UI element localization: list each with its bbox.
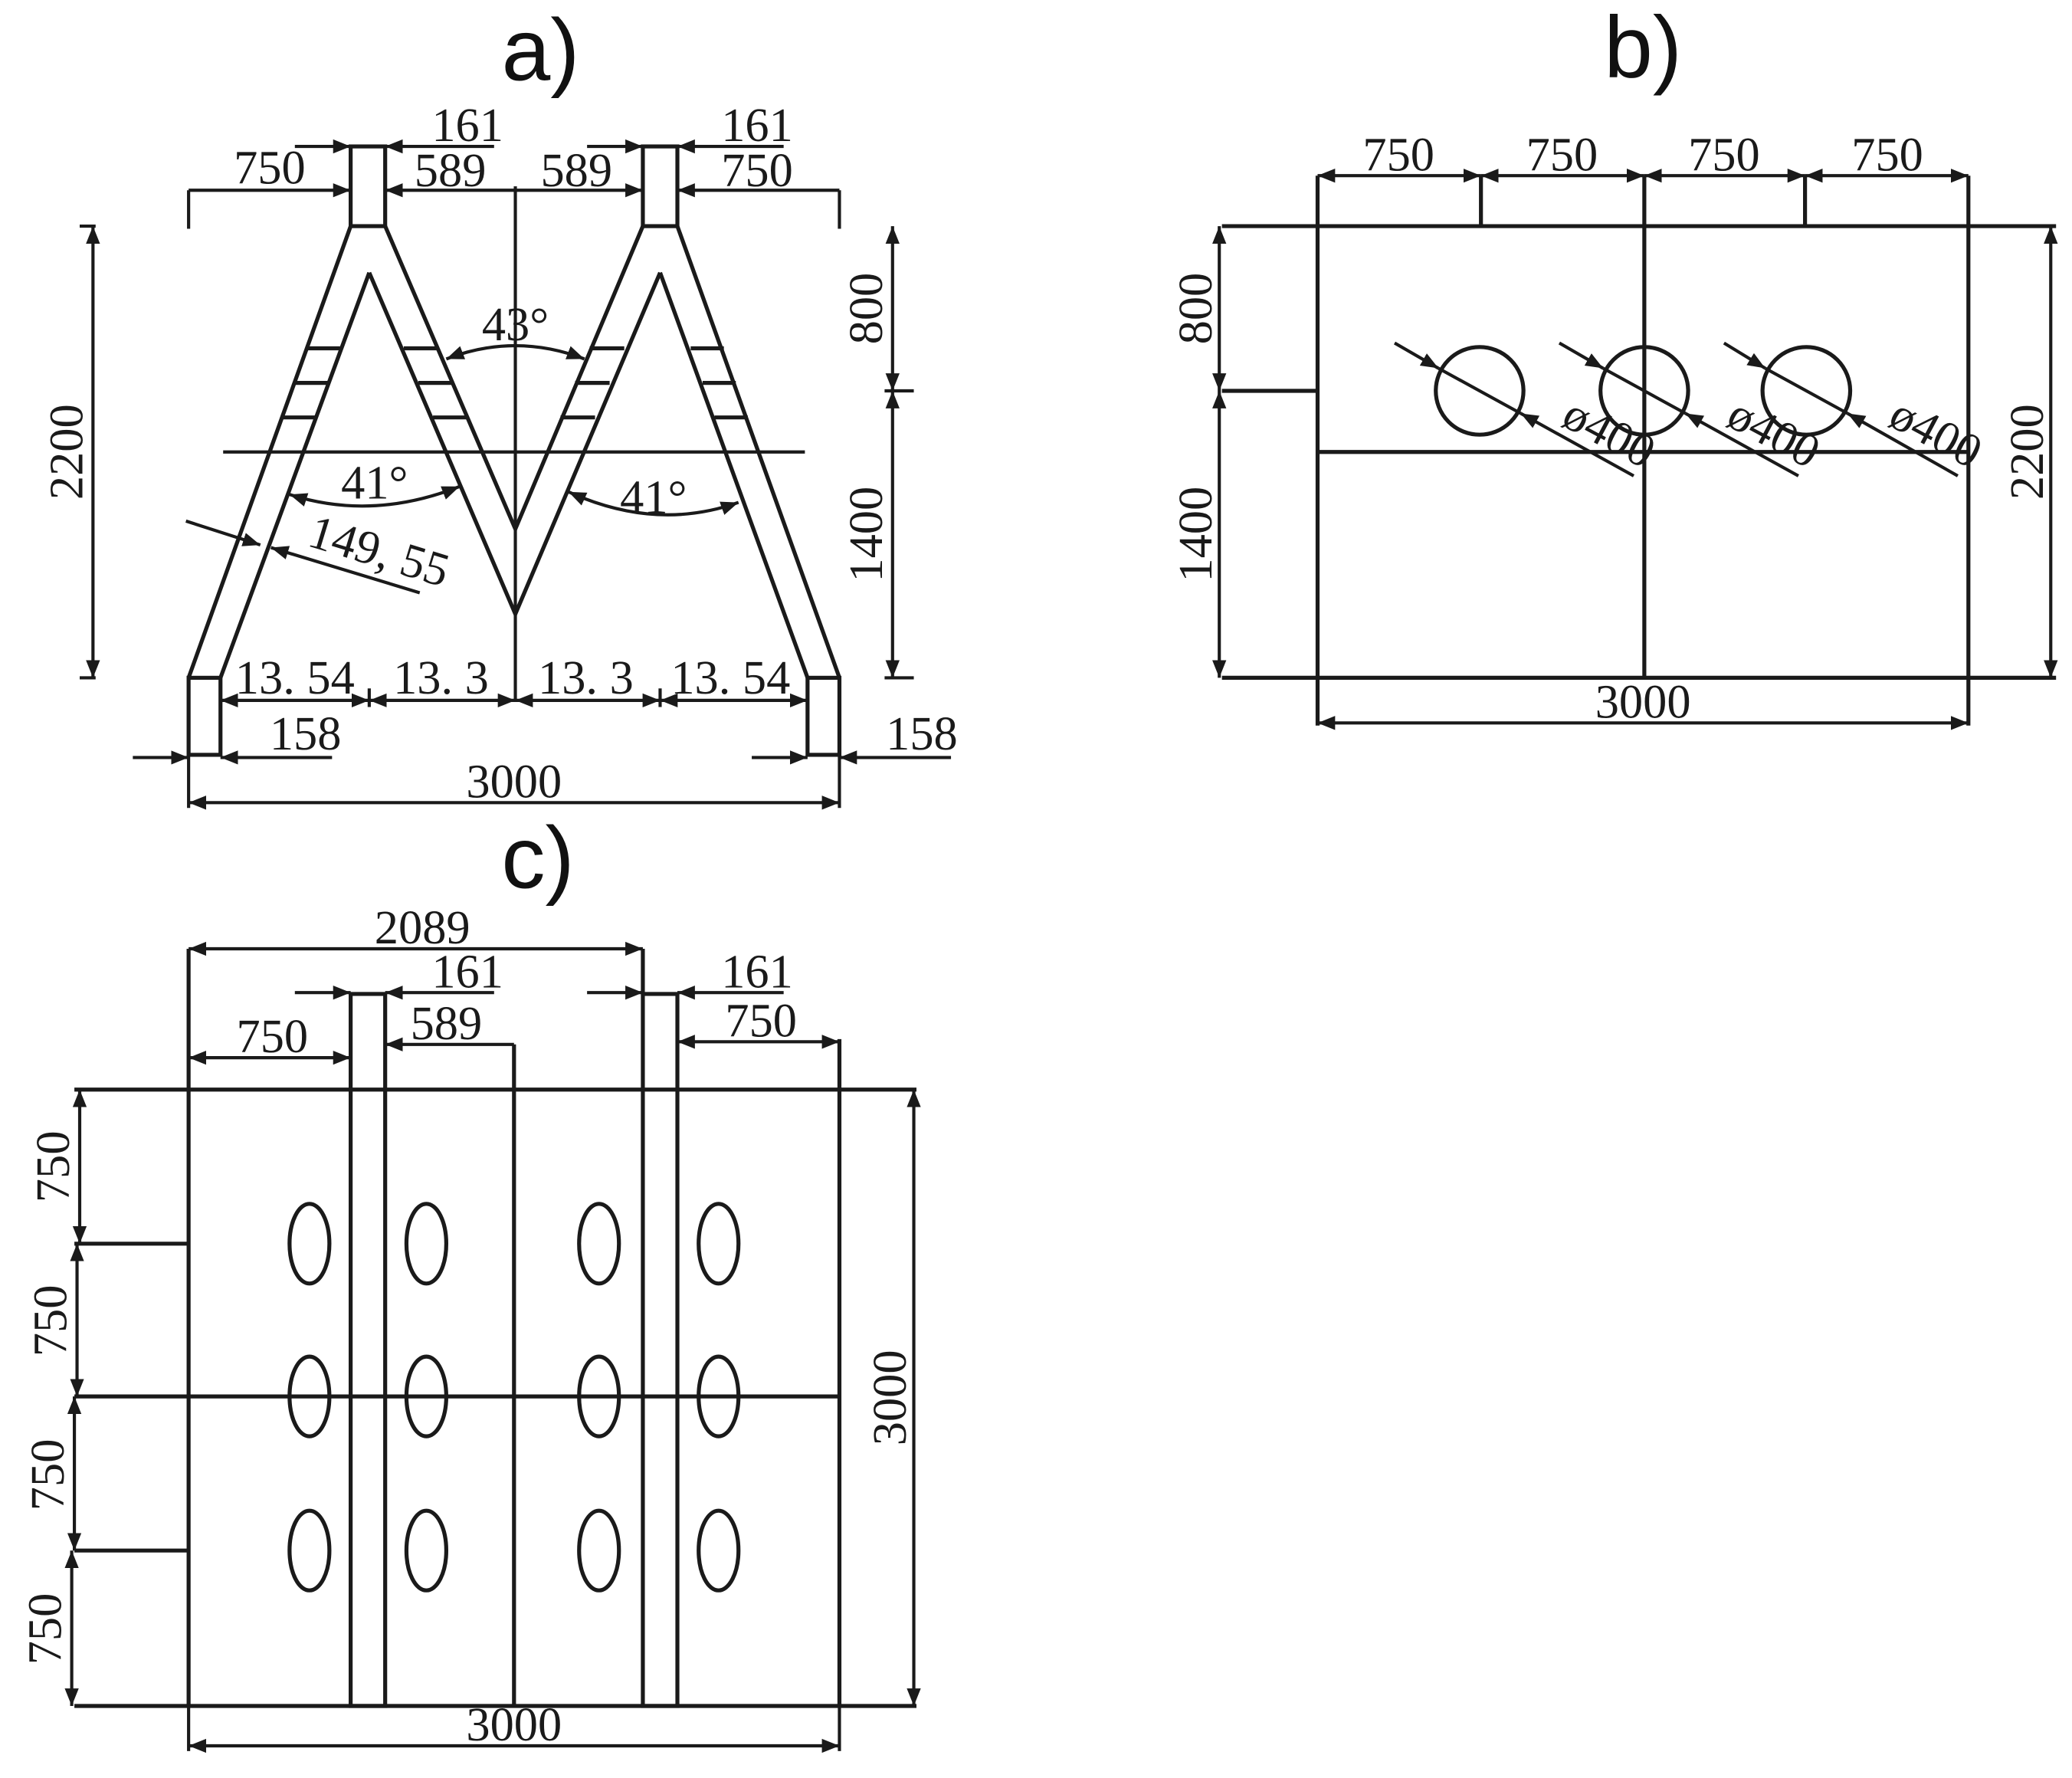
dim-label: 589 <box>411 997 483 1050</box>
panel-c-structure <box>74 949 916 1708</box>
panel-b: b) <box>1169 0 2058 730</box>
panel-b-dimension-lines <box>1212 169 2058 730</box>
hole-ellipse <box>404 1354 448 1438</box>
dim-label: 750 <box>725 994 797 1047</box>
panel-c-dimension-labels: 2089 161 161 750 589 750 750 750 750 750… <box>19 901 916 1751</box>
dim-label: 750 <box>1526 128 1598 181</box>
hole-circle <box>1598 345 1690 437</box>
dim-label: 13. 3 <box>393 651 489 704</box>
dim-label: 800 <box>1169 273 1222 345</box>
hole-ellipse <box>577 1202 621 1286</box>
hole-ellipse <box>287 1354 332 1438</box>
hole-ellipse <box>577 1354 621 1438</box>
dim-label: 158 <box>270 707 342 760</box>
hole-ellipse <box>404 1508 448 1593</box>
dim-label: 161 <box>431 945 503 998</box>
dim-label: 13. 54 <box>235 651 355 704</box>
panel-b-structure <box>1221 176 2057 726</box>
panel-a-title: a) <box>502 1 580 99</box>
dim-label: ø400 <box>1720 387 1829 479</box>
hole-ellipse <box>697 1354 741 1438</box>
dim-label: 161 <box>721 945 793 998</box>
dim-label: 750 <box>25 1285 77 1357</box>
dim-label: 1400 <box>840 487 893 582</box>
angle-label: 43° <box>482 298 549 351</box>
hole-circle <box>1434 345 1526 437</box>
hole-ellipse <box>287 1508 332 1593</box>
panel-a: a) <box>40 1 958 810</box>
dim-label: 158 <box>886 707 958 760</box>
hole-ellipse <box>287 1202 332 1286</box>
dim-label: 2200 <box>2001 404 2054 500</box>
dim-label: 161 <box>721 99 793 152</box>
dim-label: 2089 <box>375 901 470 954</box>
dim-label: 2200 <box>40 404 93 500</box>
panel-b-dimension-labels: 750 750 750 750 800 1400 2200 ø400 ø400 … <box>1169 128 2054 728</box>
dim-label: 161 <box>431 99 503 152</box>
dim-label: 3000 <box>466 755 562 808</box>
dim-label: 3000 <box>1595 675 1691 728</box>
panel-b-title: b) <box>1604 0 1682 97</box>
panel-a-structure <box>186 144 842 757</box>
hole-ellipse <box>404 1202 448 1286</box>
dim-label: 800 <box>840 273 893 345</box>
dim-label: 750 <box>21 1439 74 1511</box>
hole-ellipse <box>697 1202 741 1286</box>
panel-a-dimension-lines <box>80 139 952 810</box>
hole-circle <box>1760 345 1853 437</box>
dim-label: 149, 55 <box>303 505 455 598</box>
dim-label: 750 <box>1362 128 1434 181</box>
angle-label: 41° <box>620 471 687 523</box>
dim-label: 3000 <box>864 1350 916 1445</box>
hole-ellipse <box>697 1508 741 1593</box>
hole-ellipse <box>577 1508 621 1593</box>
dim-label: 1400 <box>1169 487 1222 582</box>
angle-label: 41° <box>341 456 408 509</box>
dim-label: 589 <box>415 144 487 197</box>
dim-label: 750 <box>721 144 793 197</box>
dim-label: ø400 <box>1555 387 1664 479</box>
dim-label: 750 <box>27 1130 80 1202</box>
dim-label: 750 <box>1688 128 1760 181</box>
dim-label: 13. 54 <box>670 651 790 704</box>
dim-label: 589 <box>540 144 612 197</box>
dim-label: 750 <box>19 1593 72 1665</box>
panel-c: c) <box>19 809 921 1753</box>
dim-label: 3000 <box>466 1698 562 1751</box>
dim-label: 750 <box>234 142 306 195</box>
panel-c-title: c) <box>501 809 574 907</box>
panel-c-dimension-lines <box>64 941 921 1753</box>
dim-label: 750 <box>1851 128 1923 181</box>
dim-label: 13. 3 <box>538 651 634 704</box>
dim-label: 750 <box>237 1010 309 1063</box>
